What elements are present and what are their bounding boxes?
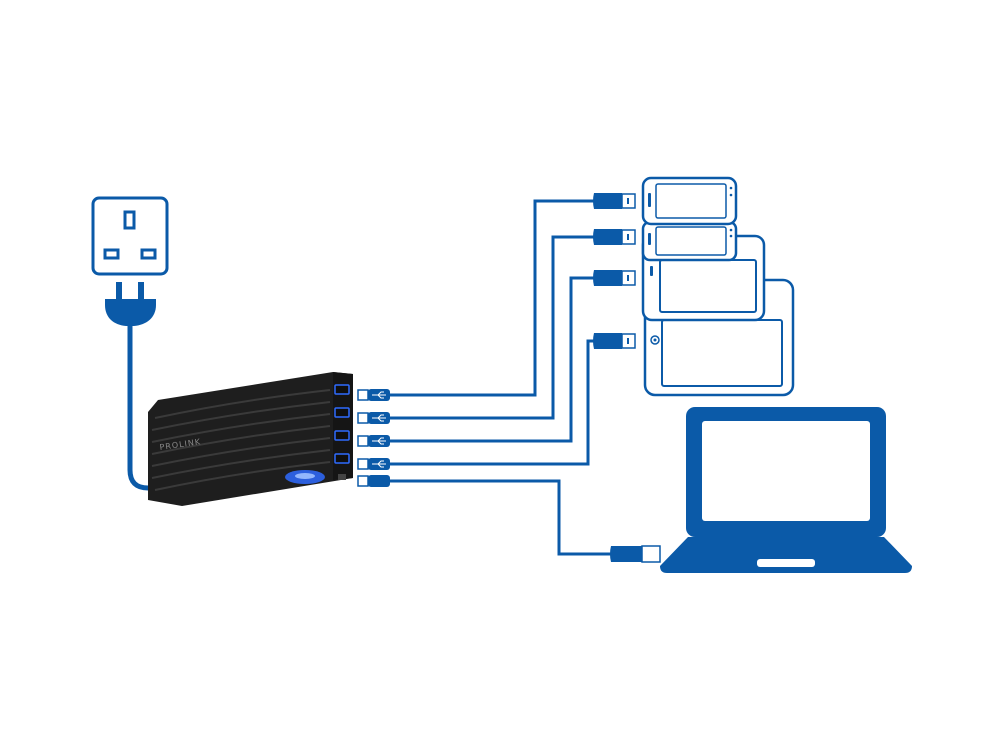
power-cable (127, 324, 149, 491)
usb-connector-icon (593, 270, 636, 286)
power-plug-icon (105, 282, 156, 326)
laptop-icon (660, 407, 912, 573)
usb-cables (390, 199, 613, 556)
usb-connector-icon (593, 229, 636, 245)
usb-connector-icon (593, 193, 636, 209)
usb-connector-icon (357, 475, 390, 487)
hub-connectors (357, 389, 390, 487)
usb-connector-icon (610, 545, 661, 563)
smartphone-icon (641, 220, 738, 262)
usb-charging-hub: PROLINK (148, 372, 353, 506)
smartphone-icon (641, 176, 738, 226)
wall-socket-icon (91, 196, 169, 276)
usb-connector-icon (593, 333, 636, 349)
device-connectors (593, 193, 661, 563)
